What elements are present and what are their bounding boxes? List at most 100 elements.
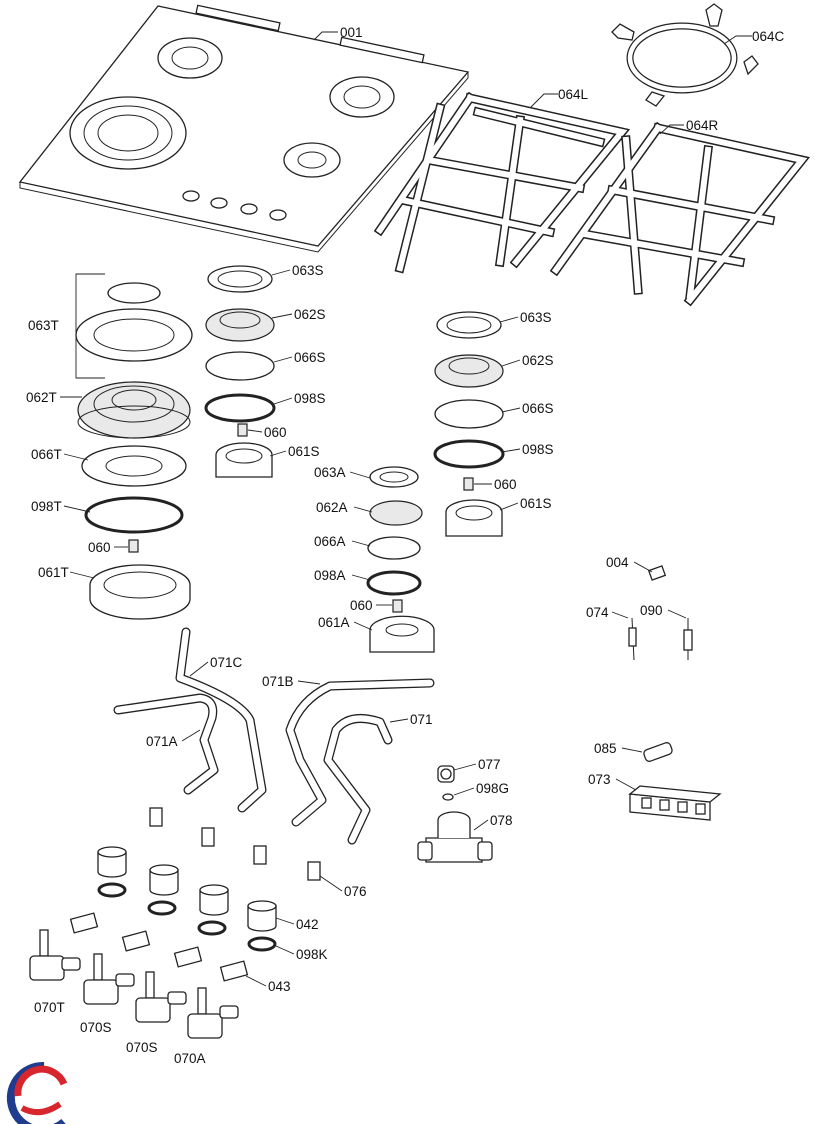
injector-060-t (128, 539, 139, 553)
label-001: 001 (340, 25, 363, 40)
burner-stack-semi-1 (204, 265, 276, 478)
valve-070A (187, 987, 239, 1039)
label-073: 073 (588, 772, 611, 787)
label-064C: 064C (752, 29, 785, 44)
burner-stack-aux (366, 466, 435, 653)
label-098K: 098K (296, 947, 328, 962)
label-060-2: 060 (494, 477, 517, 492)
label-042: 042 (296, 917, 319, 932)
burner-crown-062S-1 (205, 308, 275, 342)
brand-logo (6, 1061, 68, 1124)
thermocouple-074 (628, 617, 637, 661)
label-061T: 061T (38, 565, 69, 580)
label-071C: 071C (210, 655, 243, 670)
valve-070S-2 (135, 971, 187, 1023)
regulator-078 (417, 811, 493, 863)
injector-060-1 (237, 423, 248, 437)
label-098T: 098T (31, 499, 62, 514)
burner-stack-semi-2 (433, 311, 505, 537)
gasket-098S-2 (433, 439, 505, 469)
burner-body-061A (369, 615, 435, 653)
label-063S-2: 063S (520, 310, 552, 325)
label-071A: 071A (146, 734, 178, 749)
burner-plate-066S-1 (205, 351, 275, 381)
label-066S-1: 066S (294, 350, 326, 365)
burner-cap-063S-2 (436, 311, 502, 339)
burner-stack-triple (75, 282, 193, 620)
label-062A: 062A (316, 500, 348, 515)
label-076: 076 (344, 884, 367, 899)
hob-top-plate (18, 4, 470, 253)
label-066T: 066T (31, 447, 62, 462)
valve-070S-1 (83, 953, 135, 1005)
injector-060-2 (463, 477, 474, 491)
label-098A: 098A (314, 568, 346, 583)
burner-plate-066T (81, 445, 187, 487)
washer-098G (442, 793, 454, 801)
gasket-098S-1 (204, 393, 276, 423)
brackets-076 (149, 807, 321, 881)
burner-body-061T (89, 564, 191, 620)
pan-support-064L (373, 91, 631, 274)
label-060-t: 060 (88, 540, 111, 555)
knob-rings-098K (97, 882, 277, 952)
label-061S-2: 061S (520, 496, 552, 511)
microswitches-043 (69, 912, 249, 982)
label-060-a: 060 (350, 598, 373, 613)
pan-support-064R (549, 121, 811, 307)
burner-cap-063S-1 (207, 265, 273, 293)
ignition-module-073 (628, 785, 722, 821)
clip-004 (647, 565, 667, 581)
label-066A: 066A (314, 534, 346, 549)
label-070S-2: 070S (126, 1040, 158, 1055)
label-061A: 061A (318, 615, 350, 630)
burner-cap-small-063T (107, 282, 161, 304)
label-004: 004 (606, 555, 629, 570)
label-098S-1: 098S (294, 391, 326, 406)
pan-support-064C (611, 3, 759, 107)
knob-holes (182, 190, 287, 221)
label-098S-2: 098S (522, 442, 554, 457)
label-070T: 070T (34, 1000, 65, 1015)
burner-body-061S-1 (215, 442, 273, 478)
gasket-098A (366, 570, 422, 596)
label-062T: 062T (26, 390, 57, 405)
label-085: 085 (594, 741, 617, 756)
burner-plate-066S-2 (434, 399, 504, 429)
igniter-085 (643, 742, 673, 762)
label-063S-1: 063S (292, 263, 324, 278)
label-098G: 098G (476, 781, 509, 796)
burner-crown-062T (77, 381, 191, 439)
burner-body-061S-2 (445, 499, 503, 537)
label-063A: 063A (314, 465, 346, 480)
label-062S-2: 062S (522, 353, 554, 368)
burner-cap-063A (369, 466, 419, 488)
valve-070T (29, 929, 81, 981)
injector-060-a (392, 599, 403, 613)
gas-pipes (113, 627, 435, 845)
label-066S-2: 066S (522, 401, 554, 416)
burner-plate-066A (367, 536, 421, 560)
elbow-077 (437, 765, 455, 783)
label-070A: 070A (174, 1051, 206, 1066)
leader-lines (60, 31, 752, 987)
label-064R: 064R (686, 118, 719, 133)
burner-seat-aux-left (157, 37, 223, 79)
knobs-042 (97, 846, 277, 932)
burner-seat-aux-front (283, 142, 341, 178)
burner-cap-ring-063T (75, 308, 193, 362)
label-090: 090 (640, 603, 663, 618)
burner-seat-semi-right (329, 76, 395, 118)
burner-crown-062S-2 (434, 354, 504, 388)
label-071B: 071B (262, 674, 294, 689)
burner-seat-triple (69, 96, 187, 170)
label-074: 074 (586, 605, 609, 620)
burner-crown-062A (369, 500, 423, 526)
gas-valves-070 (29, 929, 239, 1039)
label-078: 078 (490, 813, 513, 828)
label-071: 071 (410, 712, 433, 727)
label-060-1: 060 (264, 425, 287, 440)
callout-labels: 001 064C 064L 064R 063T 062T 066T 098T 0… (26, 25, 785, 1066)
label-061S-1: 061S (288, 444, 320, 459)
